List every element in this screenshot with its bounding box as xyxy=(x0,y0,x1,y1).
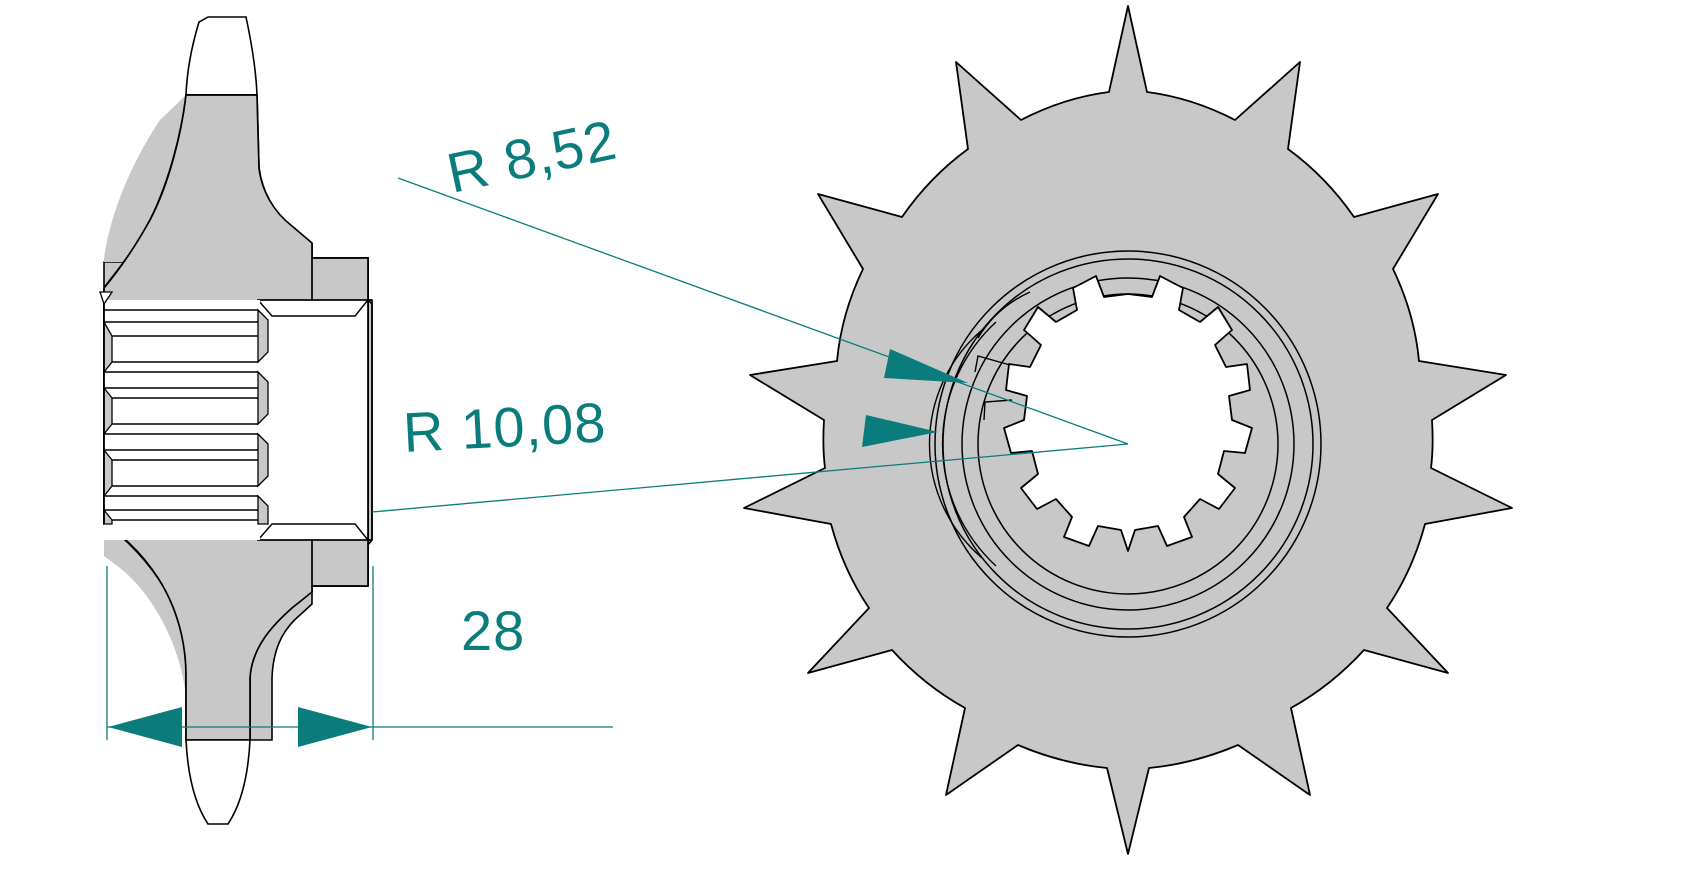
side-section-view xyxy=(99,16,373,825)
dimension-label-radius-8-52: R 8,52 xyxy=(442,108,622,205)
arrowhead-radius-10-08 xyxy=(862,415,938,447)
front-view-splined-bore xyxy=(1003,275,1253,552)
arrowhead-width-28-right xyxy=(298,707,372,747)
front-view xyxy=(743,5,1513,855)
front-view-spline-detail-ridge-bottom xyxy=(983,399,1013,421)
leader-line-radius-10-08 xyxy=(371,443,1129,513)
leader-line-radius-8-52 xyxy=(397,177,1129,445)
side-view-notch-topleft xyxy=(99,291,114,306)
side-view-upper-tooth-profile xyxy=(185,16,258,96)
front-view-spline-detail-arc-1 xyxy=(928,329,983,559)
front-view-spline-detail-ridge-top xyxy=(974,355,1011,373)
front-view-spline-detail-segment xyxy=(977,291,1031,339)
side-view-spline-region xyxy=(104,300,260,540)
front-view-hub-circle-outer xyxy=(934,250,1322,638)
dimension-label-radius-10-08: R 10,08 xyxy=(402,390,608,464)
side-view-bore-chamfer-bottom xyxy=(257,523,369,541)
side-view-lower-tooth-tip xyxy=(185,739,251,825)
arrowhead-radius-8-52 xyxy=(884,349,968,383)
side-view-bore-window xyxy=(257,299,369,541)
side-view-spline-wedges-right xyxy=(257,308,269,525)
dimension-annotations: R 8,52 R 10,08 28 xyxy=(106,108,1129,747)
dimension-label-width-28: 28 xyxy=(461,599,525,662)
side-view-bore-chamfer-top xyxy=(257,299,369,317)
side-view-spline-teeth xyxy=(104,309,258,521)
front-view-spline-detail-arc-2 xyxy=(941,321,997,567)
arrowhead-width-28-left xyxy=(108,707,182,747)
side-view-spline-wedges-left xyxy=(103,319,113,525)
front-view-hub-circle-inner xyxy=(961,277,1295,611)
